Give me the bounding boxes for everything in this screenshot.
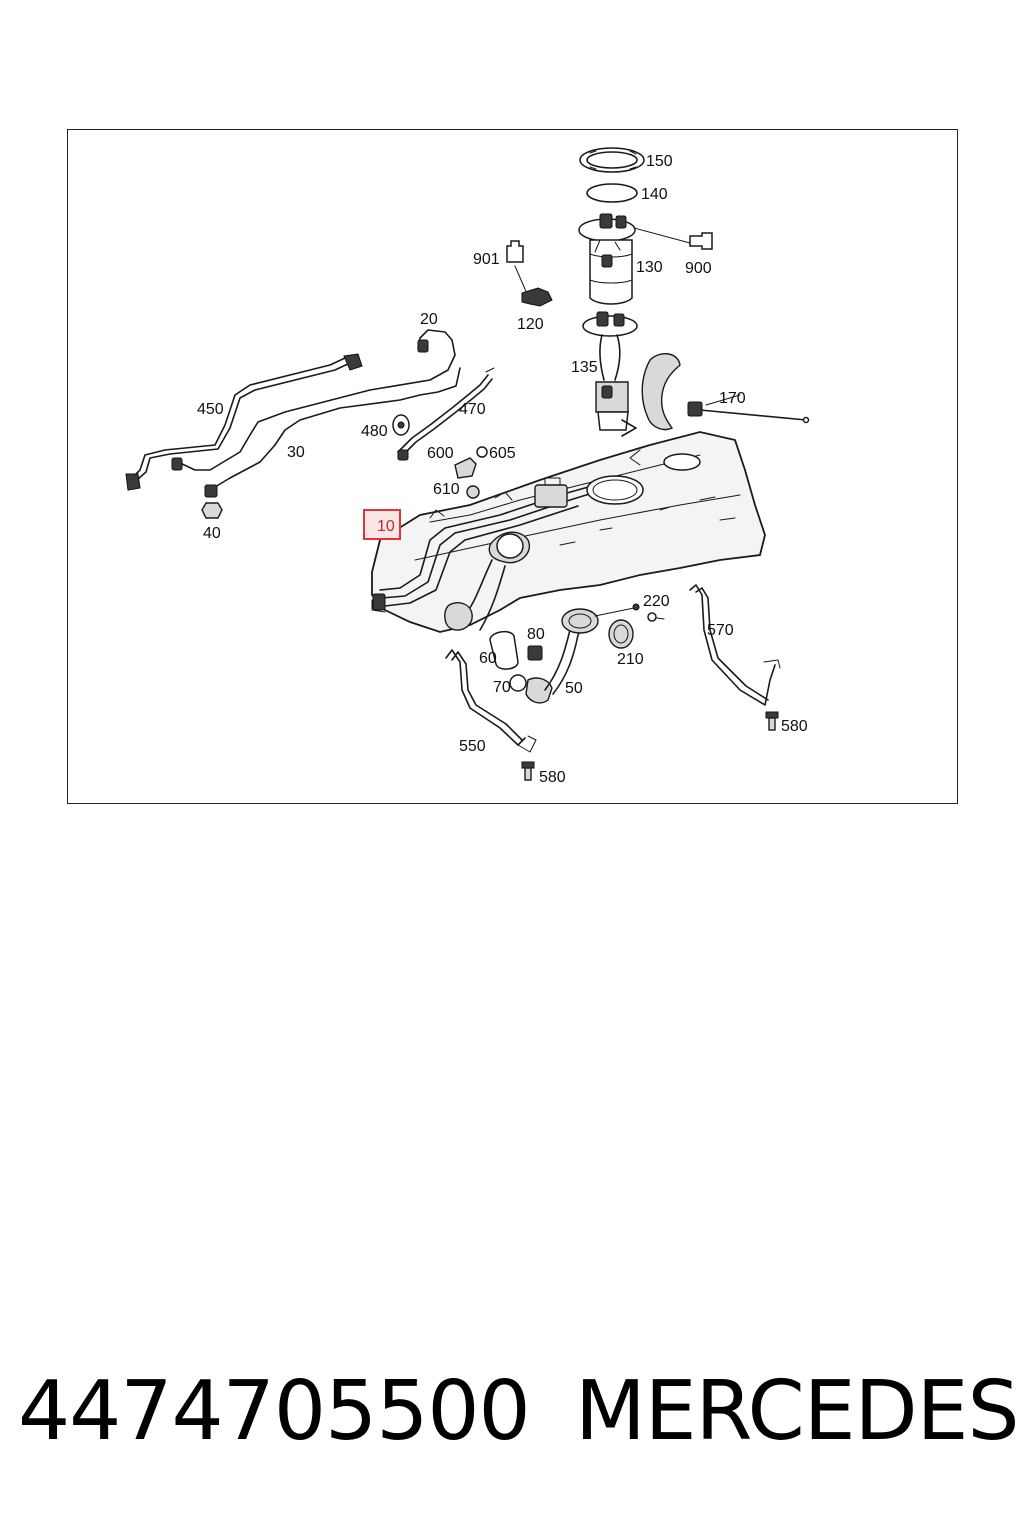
tank-straps-drawing	[445, 584, 781, 781]
callout-30: 30	[287, 444, 305, 461]
callout-480: 480	[361, 423, 388, 440]
callout-170: 170	[719, 390, 746, 407]
callout-610: 610	[433, 481, 460, 498]
bolt-580-right	[765, 711, 779, 731]
fuel-lines-drawing	[125, 329, 495, 498]
callout-900: 900	[685, 260, 712, 277]
callout-60: 60	[479, 650, 497, 667]
callout-550: 550	[459, 738, 486, 755]
filler-neck-drawing	[489, 603, 665, 704]
fuel-tank-drawing	[371, 431, 766, 633]
callout-605: 605	[489, 445, 516, 462]
callout-120: 120	[517, 316, 544, 333]
callout-600: 600	[427, 445, 454, 462]
callout-135: 135	[571, 359, 598, 376]
callout-470: 470	[459, 401, 486, 418]
callout-80: 80	[527, 626, 545, 643]
part-number: 4474705500	[18, 1364, 531, 1459]
fuel-pump-module-drawing	[578, 147, 691, 437]
callout-40: 40	[203, 525, 221, 542]
callout-450: 450	[197, 401, 224, 418]
callout-150: 150	[646, 153, 673, 170]
highlight-box-part-10	[363, 509, 401, 540]
callout-140: 140	[641, 186, 668, 203]
sensor-cable-drawing	[641, 353, 810, 431]
bolt-580-left	[521, 761, 535, 781]
callout-570: 570	[707, 622, 734, 639]
brand-name: MERCEDES	[575, 1364, 1020, 1459]
callout-labels: 150 140 901 130 900 120 20 135 170 450 4…	[197, 153, 808, 786]
callout-580-right: 580	[781, 718, 808, 735]
callout-50: 50	[565, 680, 583, 697]
callout-10: 10	[377, 518, 395, 535]
connector-icons	[506, 232, 713, 307]
callout-20: 20	[420, 311, 438, 328]
callout-130: 130	[636, 259, 663, 276]
callout-70: 70	[493, 679, 511, 696]
callout-580-left: 580	[539, 769, 566, 786]
callout-901: 901	[473, 251, 500, 268]
callout-210: 210	[617, 651, 644, 668]
callout-220: 220	[643, 593, 670, 610]
hardware-drawing	[201, 414, 488, 519]
